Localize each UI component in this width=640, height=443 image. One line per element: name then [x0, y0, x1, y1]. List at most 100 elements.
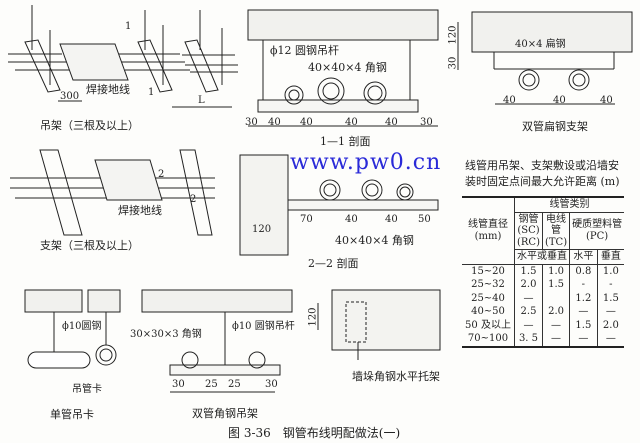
wall-caption: 墙垛角钢水平托架 — [352, 370, 440, 383]
single-hanger-drawing — [24, 289, 121, 369]
bracket-weld-label: 焊接地线 — [118, 204, 162, 217]
col-header: 钢管 (SC) (RC) — [514, 212, 543, 250]
section-mark-2a: 2 — [158, 169, 165, 180]
figure-caption: 图 3-36 钢管布线明配做法(一) — [228, 426, 401, 440]
cell: - — [569, 278, 598, 292]
dim-label: 40 — [345, 214, 358, 225]
cell: — — [596, 305, 625, 319]
table-title-line1: 线管用吊架、支架敷设或沿墙安 — [465, 159, 619, 172]
dim-label: 30 — [265, 379, 278, 390]
dim-label: 40 — [553, 95, 566, 106]
cell: 1.5 — [596, 291, 625, 305]
section-2-2-caption: 2—2 剖面 — [308, 257, 359, 270]
dim-label: 30 — [420, 117, 433, 128]
dim-label: 120 — [307, 307, 319, 327]
cell: 2.5 — [514, 305, 543, 319]
cell: 2.0 — [541, 305, 570, 319]
dim-label: 70 — [300, 214, 313, 225]
row-header: 线管直径 (mm) — [462, 197, 515, 265]
hanger-weld-label: 焊接地线 — [86, 83, 130, 96]
sub-header: 垂直 — [596, 249, 625, 265]
section-1-1-drawing — [247, 9, 439, 127]
spacing-table: 线管直径 (mm) 线管类别 钢管 (SC) (RC) 电线 管 (TC) 硬质… — [462, 196, 625, 348]
cell: 3. 5 — [514, 332, 543, 347]
cell: 15~20 — [471, 265, 505, 277]
dim-label: 120 — [447, 25, 459, 45]
cell: — — [596, 332, 625, 347]
cell — [541, 291, 570, 305]
dim-label: 40 — [268, 117, 281, 128]
sub-header: 水平或垂直 — [513, 249, 570, 265]
section-2-2-drawing — [239, 154, 439, 256]
sub-header: 水平 — [569, 249, 598, 265]
angle-label: 40×40×4 角钢 — [308, 61, 387, 74]
section-mark-1b: 1 — [148, 87, 155, 98]
section-mark-2b: 2 — [190, 194, 197, 205]
cell: - — [596, 278, 625, 292]
cell: 25~40 — [471, 292, 505, 304]
double-angle-caption: 双管角钢吊架 — [192, 407, 258, 420]
cell: 0.8 — [569, 264, 598, 278]
cell: 50 及以上 — [465, 319, 511, 331]
dim-label: 50 — [418, 214, 431, 225]
dim-label: 25 — [205, 379, 218, 390]
cell: 25~32 — [471, 279, 505, 290]
cell: — — [514, 291, 543, 305]
dim-label: 40 — [385, 117, 398, 128]
angle-label-2: 40×40×4 角钢 — [335, 234, 414, 247]
section-1-1-caption: 1—1 剖面 — [320, 135, 371, 148]
hanger-dim-300: 300 — [60, 91, 80, 102]
clip-label: 吊管卡 — [72, 384, 102, 395]
rod-10-label: ϕ10圆钢 — [62, 321, 102, 332]
double-angle-drawing — [141, 289, 293, 393]
cell: 1.0 — [596, 264, 625, 278]
cell: — — [541, 332, 570, 347]
cell: 2.0 — [596, 318, 625, 332]
wall-bracket-drawing — [317, 289, 441, 360]
cell: 1.5 — [514, 264, 543, 278]
dim-label: 40 — [600, 95, 613, 106]
rod-10-hanger-label: ϕ10 圆钢吊杆 — [232, 321, 295, 332]
cell: — — [569, 305, 598, 319]
dim-label: 40 — [503, 95, 516, 106]
col-header: 电线 管 (TC) — [541, 212, 570, 250]
cell: — — [514, 318, 543, 332]
hanger-drawing — [8, 5, 238, 108]
dim-label: 30 — [447, 56, 459, 70]
cell: 1.5 — [541, 278, 570, 292]
dim-label: 30 — [245, 117, 258, 128]
bracket-drawing — [10, 149, 215, 236]
bracket-caption: 支架（三根及以上） — [40, 239, 139, 252]
cell: — — [541, 318, 570, 332]
hanger-caption: 吊架（三根及以上） — [40, 119, 139, 132]
table-title-line2: 装时固定点间最大允许距离 (m) — [465, 175, 620, 188]
watermark: www.pw0.cn — [290, 150, 442, 175]
single-caption: 单管吊卡 — [50, 408, 94, 421]
cell: 40~50 — [471, 306, 505, 317]
dim-label: 120 — [252, 224, 272, 235]
cell: — — [569, 332, 598, 347]
cell: 1.0 — [541, 264, 570, 278]
cell: 1.5 — [569, 318, 598, 332]
angle-30-label: 30×30×3 角钢 — [130, 329, 202, 340]
cell: 2.0 — [514, 278, 543, 292]
dim-label: 40 — [300, 117, 313, 128]
double-flat-caption: 双管扁钢支架 — [522, 120, 588, 133]
col-header: 硬质塑料管 (PC) — [569, 212, 625, 250]
rod-label: ϕ12 圆钢吊杆 — [270, 44, 339, 57]
cell: 70~100 — [467, 333, 509, 344]
dim-label: 30 — [172, 379, 185, 390]
dim-label: 25 — [228, 379, 241, 390]
dim-label: 40 — [345, 117, 358, 128]
double-flat-drawing — [457, 11, 633, 105]
col-group-header: 线管类别 — [514, 197, 625, 213]
hanger-dim-L: L — [198, 95, 205, 106]
